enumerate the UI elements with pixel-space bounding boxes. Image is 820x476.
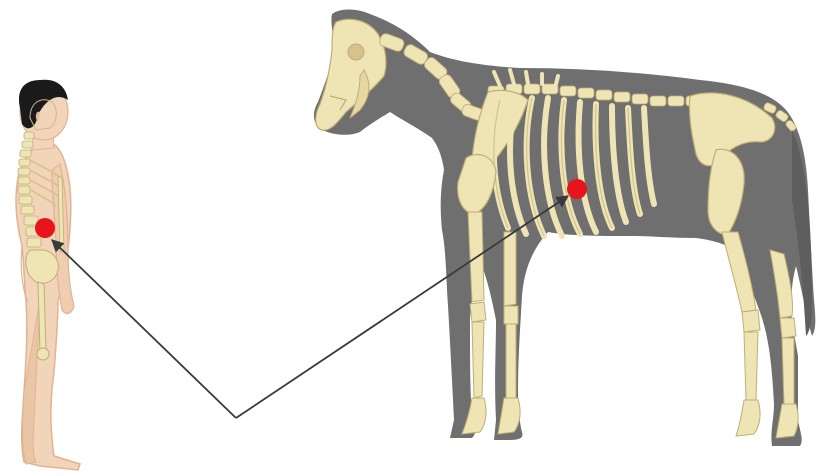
- human-figure: [16, 80, 80, 470]
- horse-silhouette: [314, 10, 815, 447]
- horse-marker: [567, 179, 587, 199]
- human-marker: [35, 218, 55, 238]
- human-knee: [37, 348, 49, 360]
- arrow-to-human-marker: [52, 240, 236, 418]
- horse-figure: [314, 10, 815, 447]
- horse-eye-socket: [348, 44, 364, 60]
